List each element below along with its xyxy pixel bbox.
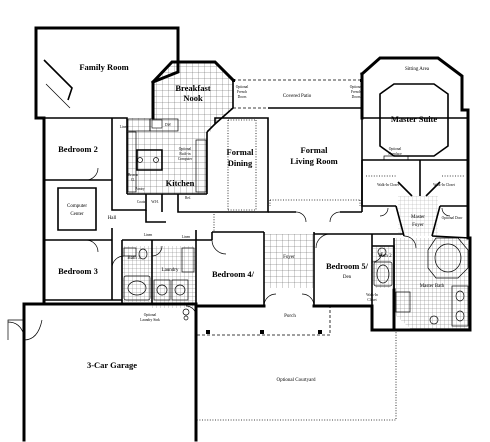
label-walk-in-closet-left: Walk-In Closet xyxy=(377,183,399,187)
interior-walls xyxy=(43,59,471,306)
label-bedroom-2: Bedroom 2 xyxy=(58,144,98,154)
label-bedroom-3: Bedroom 3 xyxy=(58,266,98,276)
note-linen: Linen xyxy=(120,125,129,129)
note-built-in-computer-2: Built-in xyxy=(179,152,190,156)
label-breakfast-nook-1: Breakfast xyxy=(175,83,210,93)
note-french-doors-right-3: Doors xyxy=(352,95,361,99)
note-built-in-computer-1: Optional xyxy=(179,147,192,151)
label-garage: 3-Car Garage xyxy=(87,360,137,370)
label-formal-living-2: Living Room xyxy=(290,156,337,166)
note-dw: DW xyxy=(165,123,172,127)
note-laundry-sink-1: Optional xyxy=(144,313,157,317)
label-breakfast-nook-2: Nook xyxy=(183,93,203,103)
tile-floor-areas xyxy=(122,62,470,330)
label-den: Den xyxy=(343,275,352,280)
note-linen-3: Linen xyxy=(182,235,191,239)
label-formal-living-1: Formal xyxy=(301,145,329,155)
master-bath-tile xyxy=(394,238,470,330)
label-master-foyer-1: Master xyxy=(411,215,425,220)
label-formal-dining-2: Dining xyxy=(228,158,253,168)
note-french-doors-right-2: French xyxy=(351,90,361,94)
note-built-in-computer-3: Computer xyxy=(178,157,193,161)
label-foyer: Foyer xyxy=(283,255,295,260)
note-french-doors-right-1: Optional xyxy=(350,85,363,89)
label-bedroom-4: Bedroom 4/ xyxy=(212,269,255,279)
annotation-notes: Optional French Doors Optional French Do… xyxy=(120,85,463,322)
note-fireplace-1: Optional xyxy=(389,147,402,151)
note-cl: Cl. xyxy=(131,178,135,182)
note-broom: Broom xyxy=(128,173,138,177)
doors xyxy=(85,167,451,307)
label-computer-center-2: Center xyxy=(70,212,84,217)
label-computer-center-1: Computer xyxy=(67,204,87,209)
label-family-room: Family Room xyxy=(79,62,128,72)
note-coats: Coats xyxy=(137,200,146,204)
exterior-walls xyxy=(34,26,472,332)
breakfast-nook-tile xyxy=(153,62,233,132)
label-laundry: Laundry xyxy=(162,268,179,273)
note-french-doors-left-3: Doors xyxy=(238,95,247,99)
note-optional-door: Optional Door xyxy=(442,216,464,220)
fixtures xyxy=(123,118,469,421)
label-optional-courtyard: Optional Courtyard xyxy=(276,378,316,383)
label-walk-in-closet-right: Walk-In Closet xyxy=(433,183,455,187)
label-kitchen: Kitchen xyxy=(166,178,195,188)
label-hall: Hall xyxy=(108,216,117,221)
label-formal-dining-1: Formal xyxy=(227,147,255,157)
note-walk-in-closet-bath-1: Walk-In xyxy=(366,293,378,297)
label-porch: Porch xyxy=(284,314,296,319)
note-french-doors-left-2: French xyxy=(237,90,247,94)
room-labels: Family Room Breakfast Nook Bedroom 2 Kit… xyxy=(58,62,455,383)
master-foyer-tile xyxy=(398,196,438,236)
label-bath-2: Bath 2 xyxy=(378,254,392,259)
note-wh: W.H. xyxy=(151,200,159,204)
label-master-suite: Master Suite xyxy=(391,114,438,124)
garage-walls xyxy=(7,302,198,442)
note-walk-in-closet-bath-2: Closet xyxy=(367,298,376,302)
note-fireplace-2: Fireplace xyxy=(388,152,402,156)
label-bedroom-5: Bedroom 5/ xyxy=(326,261,369,271)
bath3-tile xyxy=(122,246,152,302)
label-sitting-area: Sitting Area xyxy=(405,67,430,72)
foyer-tile xyxy=(264,234,314,288)
bath2-tile xyxy=(372,246,394,288)
label-bath-3: Bath 3 xyxy=(127,256,141,261)
note-french-doors-left-1: Optional xyxy=(236,85,249,89)
laundry-tile xyxy=(152,246,196,308)
label-master-foyer-2: Foyer xyxy=(412,223,424,228)
note-linen-2: Linen xyxy=(144,233,153,237)
note-laundry-sink-2: Laundry Sink xyxy=(140,318,160,322)
note-pantry: Pantry xyxy=(135,187,145,191)
note-ref: Ref. xyxy=(185,196,191,200)
label-master-bath: Master Bath xyxy=(420,284,445,289)
label-covered-patio: Covered Patio xyxy=(283,94,312,99)
